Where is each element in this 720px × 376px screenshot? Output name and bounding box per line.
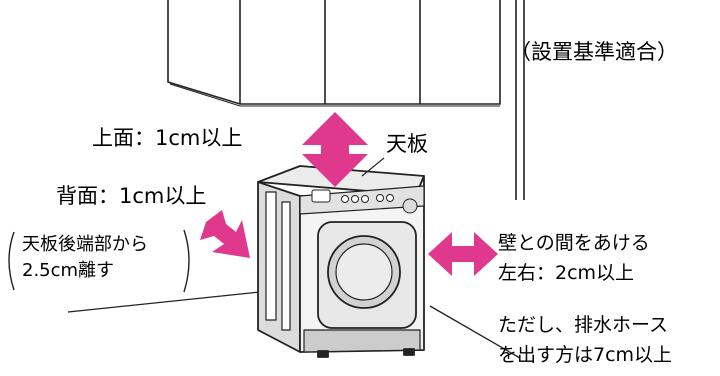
back-clearance-label: 背面：1cm以上 [56, 184, 207, 208]
back-note-line2: 2.5cm離す [22, 260, 115, 281]
top-panel-label: 天板 [386, 132, 428, 156]
back-double-arrow [200, 210, 250, 258]
hose-note-line1: ただし、排水ホース [498, 314, 669, 336]
side-wall [515, 0, 525, 200]
side-clearance-line1: 壁との間をあける [498, 232, 650, 254]
note-bracket-left [8, 231, 15, 291]
floor-lines [67, 291, 521, 359]
top-clearance-label: 上面：1cm以上 [92, 126, 243, 150]
hose-note-line2: を出す方は7cm以上 [498, 344, 673, 366]
control-buttons [311, 189, 418, 214]
machine-base [303, 329, 421, 353]
side-clearance-line2: 左右：2cm以上 [498, 262, 635, 284]
machine-side [257, 181, 301, 353]
back-note-line1: 天板後端部から [22, 234, 148, 255]
note-bracket-right [183, 229, 190, 293]
top-panel-pointer [361, 157, 385, 177]
standard-note: （設置基準適合） [510, 40, 678, 64]
wall-cabinet [167, 0, 501, 107]
top-double-arrow [302, 112, 368, 187]
washing-machine [257, 165, 425, 358]
side-double-arrow [428, 232, 498, 276]
